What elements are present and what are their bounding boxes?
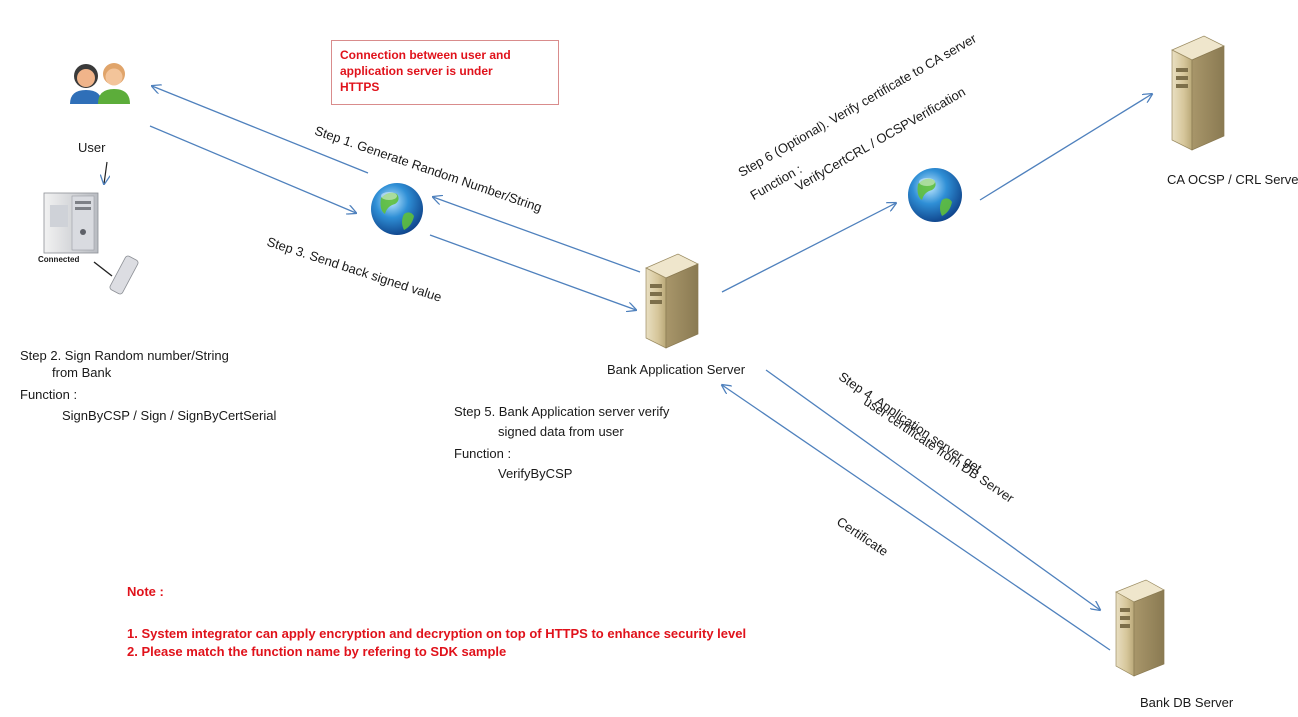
bank-db-server-label: Bank DB Server bbox=[1140, 695, 1234, 710]
step-2-from-bank: from Bank bbox=[52, 365, 112, 380]
bank-application-server-icon bbox=[645, 253, 699, 349]
step-5-function-names: VerifyByCSP bbox=[498, 466, 573, 481]
note-line-1: 1. System integrator can apply encryptio… bbox=[127, 626, 747, 641]
step-2-function-label: Function : bbox=[20, 387, 78, 402]
connected-label: Connected bbox=[38, 255, 80, 264]
arrows bbox=[104, 86, 1152, 651]
step-5-signed-data: signed data from user bbox=[498, 424, 624, 439]
step-2-title: Step 2. Sign Random number/String bbox=[20, 348, 229, 363]
arrow-app-to-db bbox=[765, 369, 1100, 610]
note-line-2: 2. Please match the function name by ref… bbox=[127, 644, 507, 659]
usb-token-icon bbox=[93, 255, 139, 295]
arrow-globe-to-user bbox=[152, 86, 369, 174]
arrow-app-to-globe bbox=[433, 197, 641, 273]
arrow-ca-globe-to-ca bbox=[979, 94, 1152, 201]
https-note-line-2: application server is under bbox=[340, 64, 493, 78]
computer-icon bbox=[43, 192, 99, 254]
bank-db-server-icon bbox=[1115, 579, 1165, 677]
note-title: Note : bbox=[127, 584, 164, 599]
https-note-line-3: HTTPS bbox=[340, 80, 380, 94]
arrow-app-to-ca-globe bbox=[721, 203, 896, 293]
ca-server-icon bbox=[1171, 35, 1225, 151]
globe-icon-internet-2 bbox=[908, 168, 962, 222]
bank-application-server-label: Bank Application Server bbox=[607, 362, 746, 377]
step-5-title: Step 5. Bank Application server verify bbox=[454, 404, 670, 419]
arrow-globe-to-app bbox=[429, 234, 636, 310]
step-5-function-label: Function : bbox=[454, 446, 512, 461]
ca-server-label: CA OCSP / CRL Server bbox=[1167, 172, 1298, 187]
user-down-arrow bbox=[104, 161, 107, 184]
https-note-box: Connection between user and application … bbox=[331, 40, 559, 105]
https-note-line-1: Connection between user and bbox=[340, 48, 511, 62]
globe-icon-internet-1 bbox=[371, 183, 423, 235]
user-label: User bbox=[78, 140, 106, 155]
arrow-user-to-globe bbox=[149, 125, 356, 213]
step-2-function-names: SignByCSP / Sign / SignByCertSerial bbox=[62, 408, 277, 423]
users-icon bbox=[70, 63, 130, 104]
arrow-db-to-app bbox=[722, 385, 1111, 651]
